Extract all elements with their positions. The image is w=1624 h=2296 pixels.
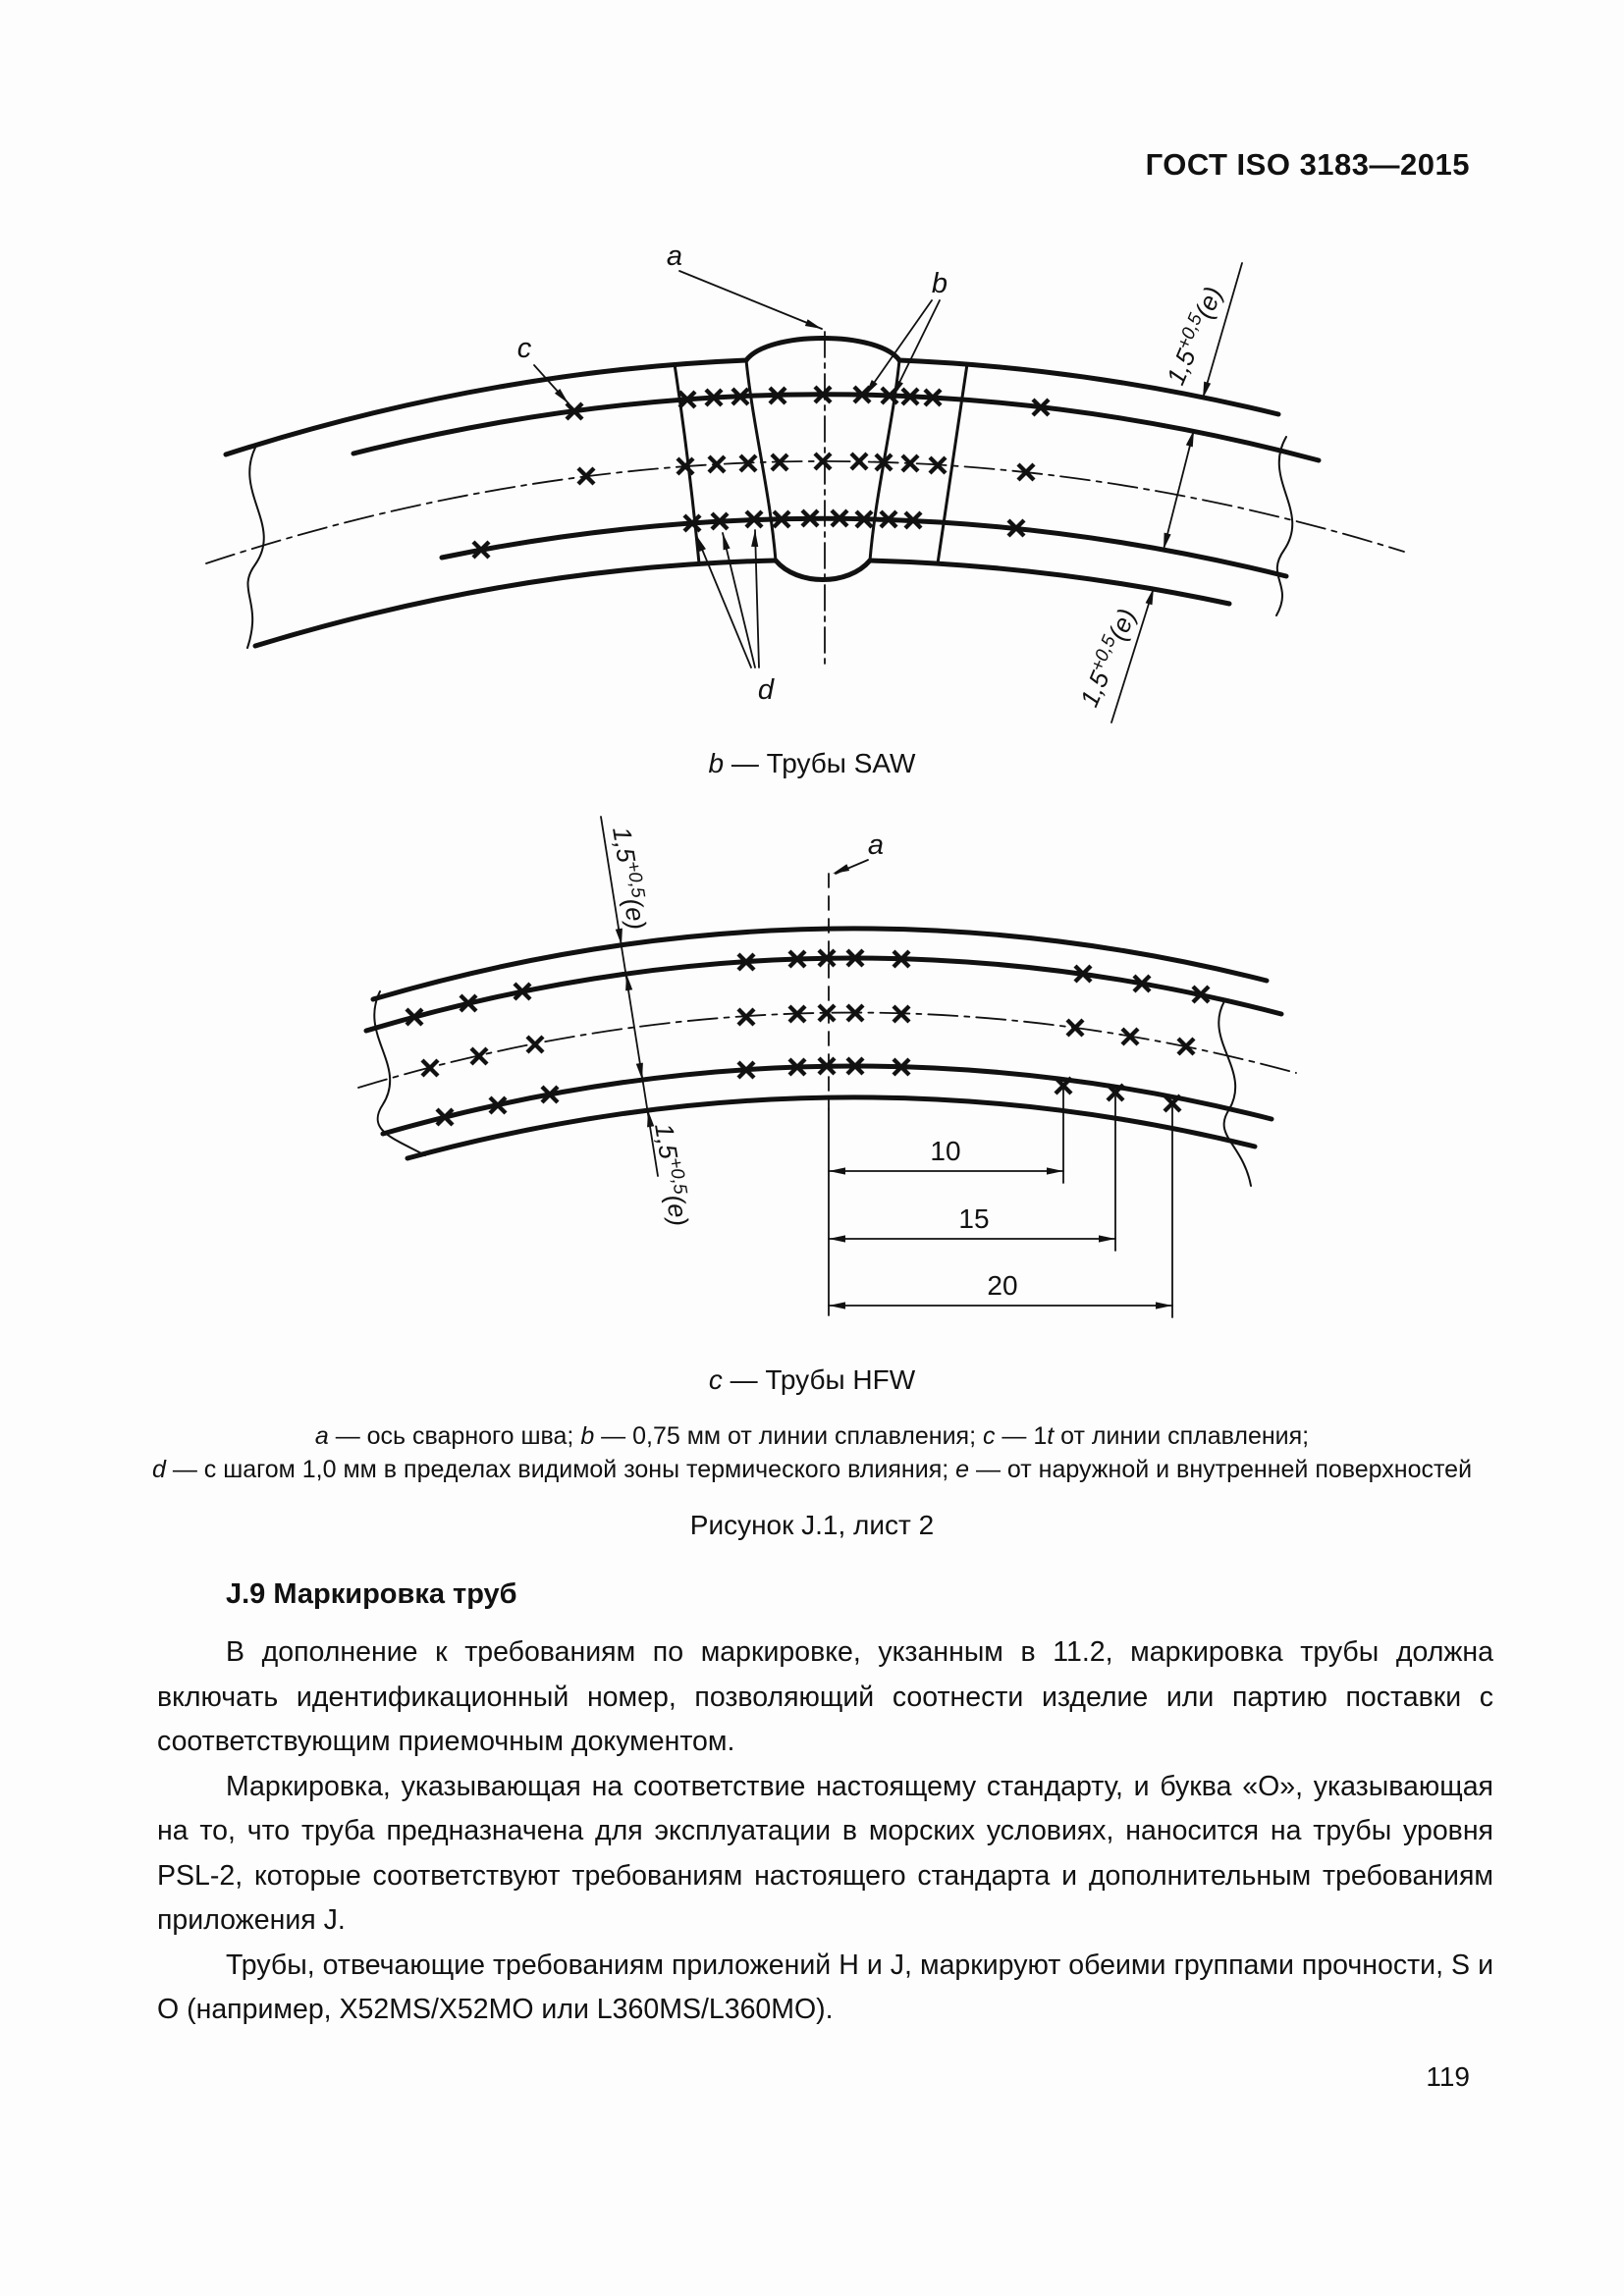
document-header: ГОСТ ISO 3183—2015 [1145, 147, 1470, 182]
body-text: В дополнение к требованиям по маркировке… [157, 1630, 1493, 2033]
paragraph: Маркировка, указывающая на соответствие … [157, 1770, 1493, 1937]
outer-test-line [363, 955, 1284, 1034]
dimension-lines [828, 1170, 1173, 1307]
paragraph: В дополнение к требованиям по маркировке… [157, 1636, 1493, 1757]
saw-pipe-drawing: a b c d 1,5+0,5(e) 1,5+0,5(e) [205, 240, 1405, 723]
left-break-line [373, 990, 426, 1156]
hfw-pipe-drawing: a 10 15 20 1,5+0,5(e) 1,5+0,5(e) [357, 816, 1297, 1318]
caption-saw-letter: b [708, 748, 725, 778]
figure-title: Рисунок J.1, лист 2 [689, 1510, 935, 1540]
hardness-indent-marks [405, 948, 1211, 1127]
weld-root [773, 558, 873, 582]
hfw-pipe-figure: a 10 15 20 1,5+0,5(e) 1,5+0,5(e) [226, 815, 1404, 1330]
right-break-line [1218, 1000, 1252, 1187]
arrowheads [615, 864, 1172, 1309]
label-d: d [758, 674, 775, 706]
left-break-line [246, 447, 265, 649]
pipe-wall [205, 262, 1405, 723]
section-heading: J.9 Маркировка труб [226, 1578, 517, 1610]
page-number: 119 [1426, 2061, 1470, 2092]
wall-dimension-label-inner: 1,5+0,5(e) [649, 1121, 695, 1228]
caption-hfw-letter: c [708, 1364, 723, 1395]
dimension-10: 10 [930, 1136, 960, 1166]
pipe-centerline [357, 1011, 1297, 1089]
wall-thickness-dimension-lines [1110, 262, 1243, 723]
arrowheads [554, 319, 1212, 606]
caption-saw: b — Трубы SAW [0, 748, 1624, 779]
wall-dimension-label-outer: 1,5+0,5(e) [1160, 282, 1228, 389]
outer-test-line [351, 392, 1322, 463]
dimension-15: 15 [958, 1203, 989, 1234]
wall-dimension-label-outer: 1,5+0,5(e) [607, 825, 653, 932]
dimension-extension-lines [1062, 1087, 1173, 1318]
label-a: a [868, 829, 884, 861]
weld-cap [743, 336, 902, 363]
hardness-indent-marks [471, 385, 1051, 560]
figure-legend: a — ось сварного шва; b — 0,75 мм от лин… [151, 1422, 1473, 1483]
label-a: a [667, 240, 682, 272]
pipe-centerline [205, 460, 1405, 564]
label-b: b [932, 268, 947, 299]
caption-hfw-text: — Трубы HFW [722, 1364, 916, 1395]
label-c: c [517, 333, 532, 364]
paragraph: Трубы, отвечающие требованиям приложений… [157, 1949, 1493, 2026]
saw-pipe-figure: a b c d 1,5+0,5(e) 1,5+0,5(e) [196, 226, 1434, 741]
caption-saw-text: — Трубы SAW [724, 748, 916, 778]
caption-hfw: c — Трубы HFW [0, 1364, 1624, 1396]
dimension-20: 20 [987, 1270, 1017, 1301]
right-break-line [1275, 436, 1294, 616]
